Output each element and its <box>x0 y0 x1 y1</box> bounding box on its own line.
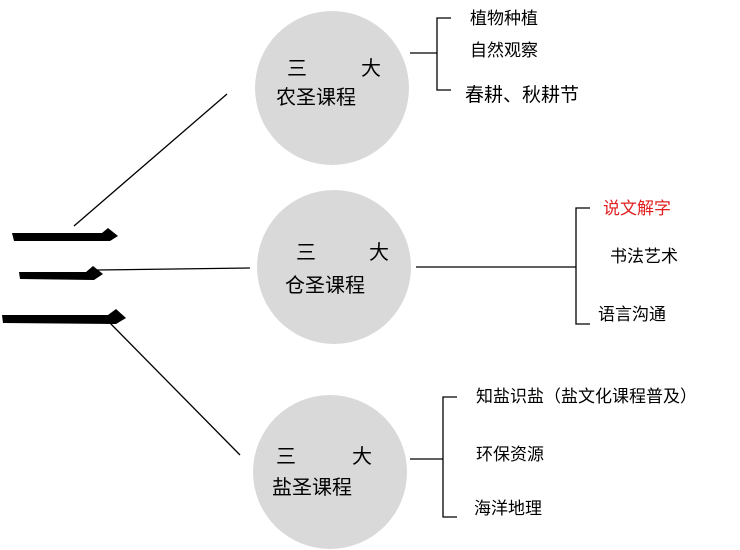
course-items-2: 说文解字 书法艺术 语言沟通 <box>598 199 678 325</box>
bracket-2 <box>416 207 590 325</box>
course-title-top-left: 三 <box>276 444 296 468</box>
course-title-top-right: 大 <box>352 444 372 468</box>
list-item: 春耕、秋耕节 <box>465 84 579 106</box>
glyph-stroke-bottom <box>2 309 126 324</box>
course-circle <box>253 395 407 549</box>
list-item: 植物种植 <box>470 9 538 29</box>
course-title-top-left: 三 <box>287 56 307 80</box>
course-title: 农圣课程 <box>276 85 356 109</box>
course-node-3: 三 大 盐圣课程 <box>253 395 407 549</box>
course-title: 盐圣课程 <box>272 475 352 499</box>
course-title-top-left: 三 <box>296 240 316 264</box>
list-item: 环保资源 <box>476 445 544 465</box>
connector-line-bottom <box>106 319 241 456</box>
list-item: 语言沟通 <box>598 305 666 325</box>
connector-line-top <box>73 93 228 227</box>
glyph-stroke-middle <box>19 266 103 280</box>
bracket-3 <box>410 396 457 518</box>
course-items-3: 知盐识盐（盐文化课程普及） 环保资源 海洋地理 <box>474 387 697 519</box>
course-node-1: 三 大 农圣课程 <box>255 11 409 165</box>
list-item-highlighted: 说文解字 <box>603 199 671 219</box>
glyph-stroke-top <box>12 228 118 241</box>
list-item: 书法艺术 <box>610 247 678 267</box>
course-node-2: 三 大 仓圣课程 <box>257 190 411 344</box>
course-circle <box>255 11 409 165</box>
connector-line-middle <box>96 267 251 271</box>
bracket-1 <box>410 17 451 91</box>
course-title: 仓圣课程 <box>285 273 365 297</box>
list-item: 自然观察 <box>470 41 538 61</box>
list-item: 知盐识盐（盐文化课程普及） <box>476 387 697 407</box>
list-item: 海洋地理 <box>474 499 542 519</box>
san-glyph-icon <box>2 228 126 324</box>
course-title-top-right: 大 <box>361 56 381 80</box>
course-title-top-right: 大 <box>369 240 389 264</box>
course-items-1: 植物种植 自然观察 春耕、秋耕节 <box>465 9 579 106</box>
course-circle <box>257 190 411 344</box>
